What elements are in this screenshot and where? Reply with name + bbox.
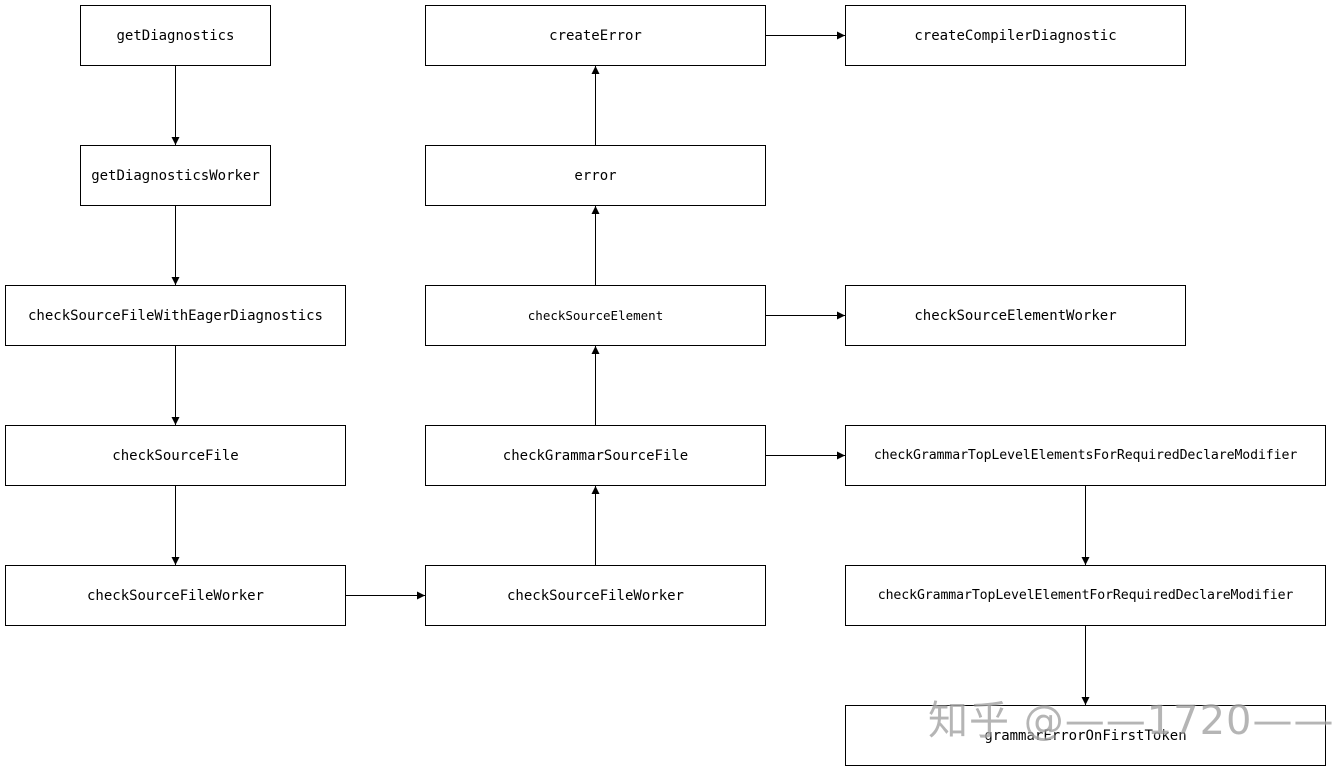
node-checksourcefileworker-mid: checkSourceFileWorker (425, 565, 766, 626)
node-checkgrammartoplevelelementforrequireddeclaremodifier: checkGrammarTopLevelElementForRequiredDe… (845, 565, 1326, 626)
node-createcompilerdiagnostic: createCompilerDiagnostic (845, 5, 1186, 66)
node-checkgrammartoplevelelementsforrequireddeclaremodifier: checkGrammarTopLevelElementsForRequiredD… (845, 425, 1326, 486)
node-checksourceelement: checkSourceElement (425, 285, 766, 346)
node-createerror: createError (425, 5, 766, 66)
node-checksourcefile: checkSourceFile (5, 425, 346, 486)
node-checkgrammarsourcefile: checkGrammarSourceFile (425, 425, 766, 486)
node-getdiagnosticsworker: getDiagnosticsWorker (80, 145, 271, 206)
node-checksourcefilewitheagerdiagnostics: checkSourceFileWithEagerDiagnostics (5, 285, 346, 346)
node-grammarerroronfirsttoken: grammarErrorOnFirstToken (845, 705, 1326, 766)
node-checksourcefileworker-left: checkSourceFileWorker (5, 565, 346, 626)
node-checksourceelementworker: checkSourceElementWorker (845, 285, 1186, 346)
node-getdiagnostics: getDiagnostics (80, 5, 271, 66)
node-error: error (425, 145, 766, 206)
